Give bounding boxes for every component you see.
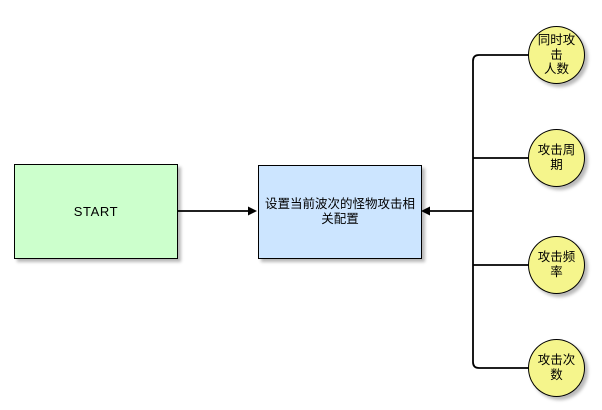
edge-start-to-config (178, 206, 257, 216)
node-attack-count-label: 攻击次数 (537, 353, 576, 382)
node-attack-period[interactable]: 攻击周期 (528, 129, 585, 187)
node-start[interactable]: START (14, 164, 178, 259)
node-attack-config-label: 设置当前波次的怪物攻击相关配置 (264, 197, 415, 226)
node-attack-frequency-label: 攻击频率 (537, 250, 576, 279)
node-start-label: START (73, 203, 119, 219)
node-concurrent-attackers[interactable]: 同时攻击 人数 (528, 26, 585, 84)
node-attack-count[interactable]: 攻击次数 (528, 339, 585, 397)
node-attack-frequency[interactable]: 攻击频率 (528, 236, 585, 294)
arrowhead-into-config (421, 206, 430, 216)
node-attack-config[interactable]: 设置当前波次的怪物攻击相关配置 (258, 165, 422, 259)
node-attack-period-label: 攻击周期 (537, 143, 576, 172)
node-concurrent-attackers-label: 同时攻击 人数 (537, 32, 576, 77)
edge-attributes-bus (427, 54, 529, 369)
